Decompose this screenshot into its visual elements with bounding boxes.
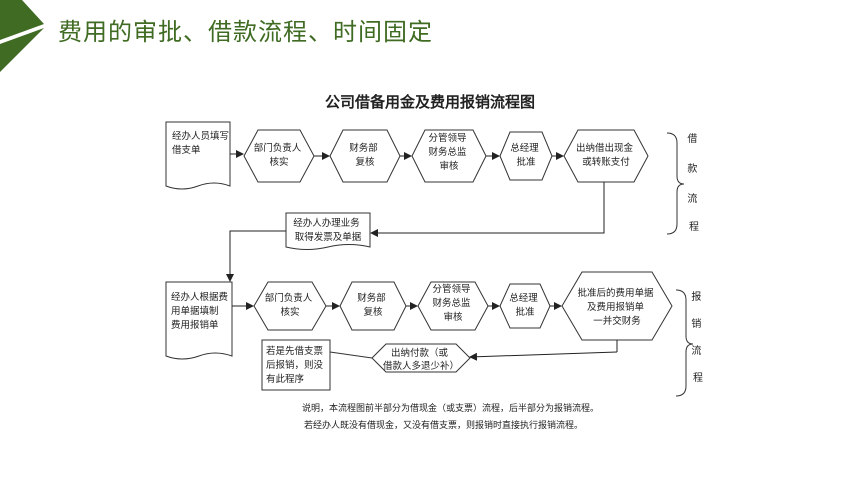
doc-line: 经办人员填写 <box>172 130 229 142</box>
hex-gm-approve-1: 总经理 批准 <box>499 131 553 181</box>
svg-text:借 款 流 程: 借 款 流 程 <box>687 133 700 233</box>
svg-text:部门负责人 核实: 部门负责人 核实 <box>265 292 316 318</box>
svg-text:总经理 批准: 总经理 批准 <box>509 292 541 318</box>
hex-leader-cfo-audit-1: 分管领导 财务总监 审核 <box>411 129 487 183</box>
svg-text:报 销 流 程: 报 销 流 程 <box>691 290 704 384</box>
hex-finance-review-1: 财务部 复核 <box>329 129 401 183</box>
doc-fill-expense-form: 经办人根据费 用单据填制 费用报销单 <box>165 281 233 360</box>
doc-fill-loan-form: 经办人员填写 借支单 <box>165 121 232 190</box>
doc-line: 借支单 <box>172 144 201 156</box>
hex-leader-cfo-audit-2: 分管领导 财务总监 审核 <box>417 281 489 331</box>
note-prior-cheque: 若是先借支票 后报销，则没 有此程序 <box>261 339 331 391</box>
brace-loan-process: 借 款 流 程 <box>666 132 700 235</box>
svg-text:经办人办理业务 取得发票及单据: 经办人办理业务 取得发票及单据 <box>293 217 363 243</box>
hex-cashier-payment: 出纳付款（或 借款人多退少补） <box>371 343 471 373</box>
diagram-title: 公司借备用金及费用报销流程图 <box>325 93 535 111</box>
svg-text:经办人根据费 用单据填制 费用报销单: 经办人根据费 用单据填制 费用报销单 <box>171 291 231 331</box>
doc-obtain-invoice: 经办人办理业务 取得发票及单据 <box>285 212 371 250</box>
svg-text:经办人员填写 借支单: 经办人员填写 借支单 <box>172 130 232 156</box>
svg-text:财务部 复核: 财务部 复核 <box>357 292 389 318</box>
hex-dept-head-verify-1: 部门负责人 核实 <box>243 129 315 183</box>
note-line-1: 说明，本流程图前半部分为借现金（或支票）流程，后半部分为报销流程。 <box>302 402 599 414</box>
connector-to-section2 <box>226 230 286 282</box>
slide-title: 费用的审批、借款流程、时间固定 <box>58 18 433 46</box>
hex-gm-approve-2: 总经理 批准 <box>499 283 551 329</box>
svg-text:分管领导 财务总监 审核: 分管领导 财务总监 审核 <box>432 283 473 323</box>
hex-dept-head-verify-2: 部门负责人 核实 <box>253 281 327 331</box>
svg-text:财务部 复核: 财务部 复核 <box>349 142 381 168</box>
hex-cashier-lend: 出纳借出现金 或转账支付 <box>563 129 649 183</box>
svg-text:出纳借出现金 或转账支付: 出纳借出现金 或转账支付 <box>576 142 636 168</box>
svg-text:若是先借支票 后报销，则没 有此程序: 若是先借支票 后报销，则没 有此程序 <box>266 345 326 385</box>
hex-submit-to-finance: 批准后的费用单据 及费用报销单 一并交财务 <box>561 271 673 341</box>
svg-text:分管领导 财务总监 审核: 分管领导 财务总监 审核 <box>428 132 469 172</box>
svg-text:出纳付款（或 借款人多退少补）: 出纳付款（或 借款人多退少补） <box>383 347 459 372</box>
svg-text:部门负责人 核实: 部门负责人 核实 <box>254 142 305 168</box>
note-line-2: 若经办人既没有借现金，又没有借支票，则报销时直接执行报销流程。 <box>304 419 583 431</box>
note-connector <box>329 351 373 359</box>
section2-arrows <box>232 302 618 361</box>
brace-reimburse-process: 报 销 流 程 <box>675 289 704 397</box>
section1-arrows <box>230 150 605 237</box>
svg-text:总经理 批准: 总经理 批准 <box>510 142 542 168</box>
corner-decoration <box>0 0 44 72</box>
svg-text:批准后的费用单据 及费用报销单 一并: 批准后的费用单据 及费用报销单 一并交财务 <box>577 287 656 327</box>
hex-finance-review-2: 财务部 复核 <box>339 281 407 331</box>
